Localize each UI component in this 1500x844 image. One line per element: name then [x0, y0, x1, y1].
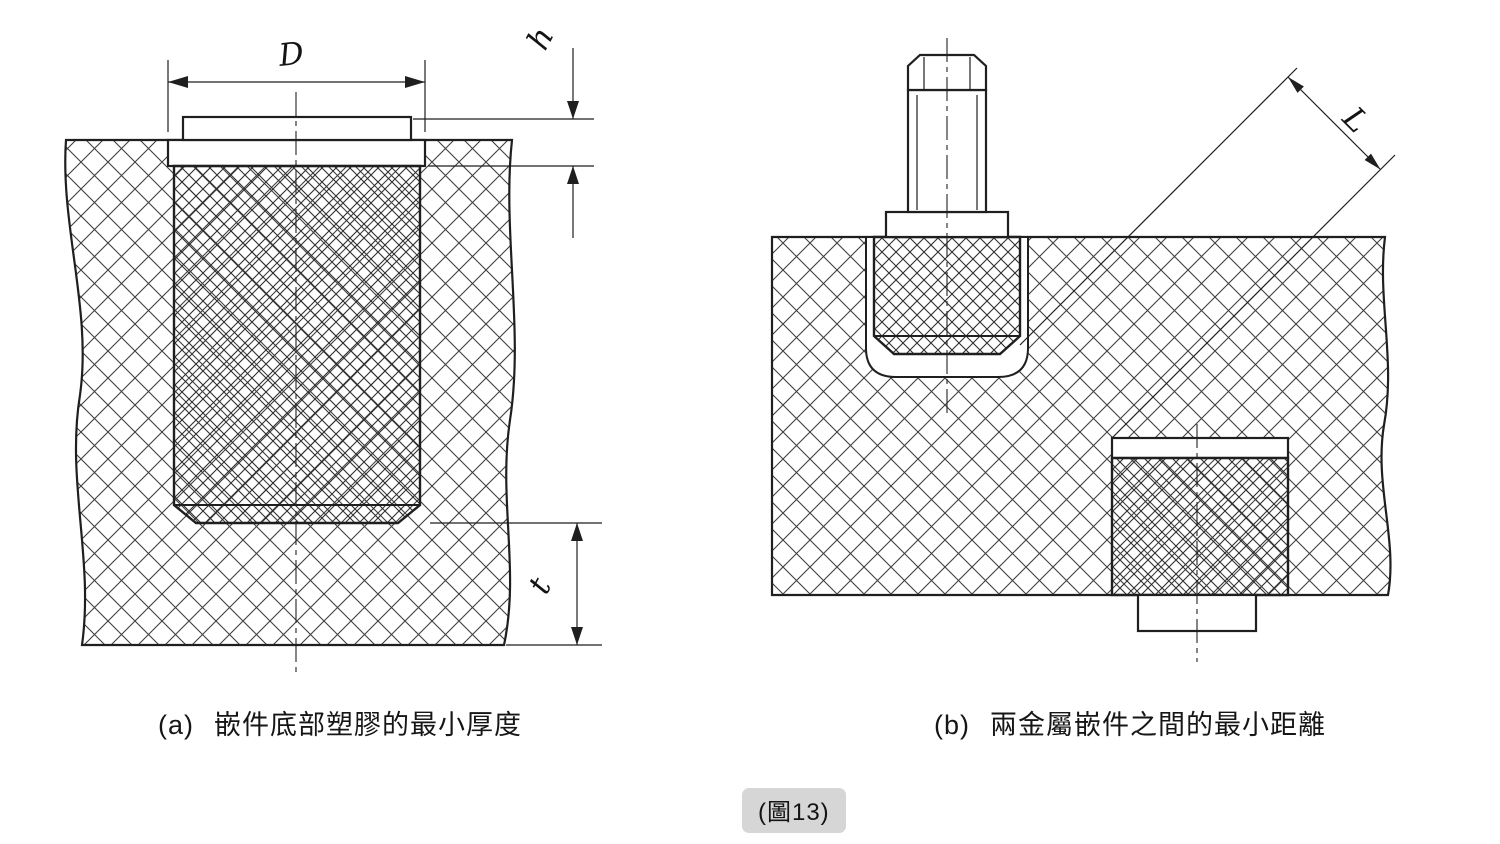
- figure-number-badge: (圖13): [742, 788, 846, 833]
- insert-cap-plate: [181, 115, 413, 142]
- metal-insert-b-bottom: [1110, 456, 1290, 597]
- plastic-body-b: [770, 235, 1392, 597]
- insert-b-bottom-band: [1110, 436, 1290, 460]
- dimension-d-label: D: [276, 36, 306, 75]
- dimension-diameter: D: [167, 36, 426, 132]
- dimension-t-label: t: [521, 571, 559, 599]
- caption-figure-a: (a) 嵌件底部塑膠的最小厚度: [60, 703, 620, 742]
- caption-b-prefix: (b): [934, 710, 970, 740]
- figure-a-drawing: D h t: [64, 21, 602, 672]
- caption-figure-b: (b) 兩金屬嵌件之間的最小距離: [840, 703, 1420, 742]
- engineering-diagram: D h t: [64, 21, 1396, 672]
- bolt-head-facet-lines: [923, 57, 971, 90]
- caption-a-prefix: (a): [158, 710, 194, 740]
- dimension-h-label: h: [520, 21, 561, 56]
- bolt-head: [906, 53, 988, 92]
- figure-b-drawing: L: [770, 38, 1396, 662]
- metal-insert-a: [172, 164, 422, 525]
- dimension-l-label: L: [1335, 99, 1376, 140]
- caption-b-text: 兩金屬嵌件之間的最小距離: [990, 710, 1326, 740]
- caption-a-text: 嵌件底部塑膠的最小厚度: [214, 710, 522, 740]
- bolt-thread-lines: [916, 95, 978, 210]
